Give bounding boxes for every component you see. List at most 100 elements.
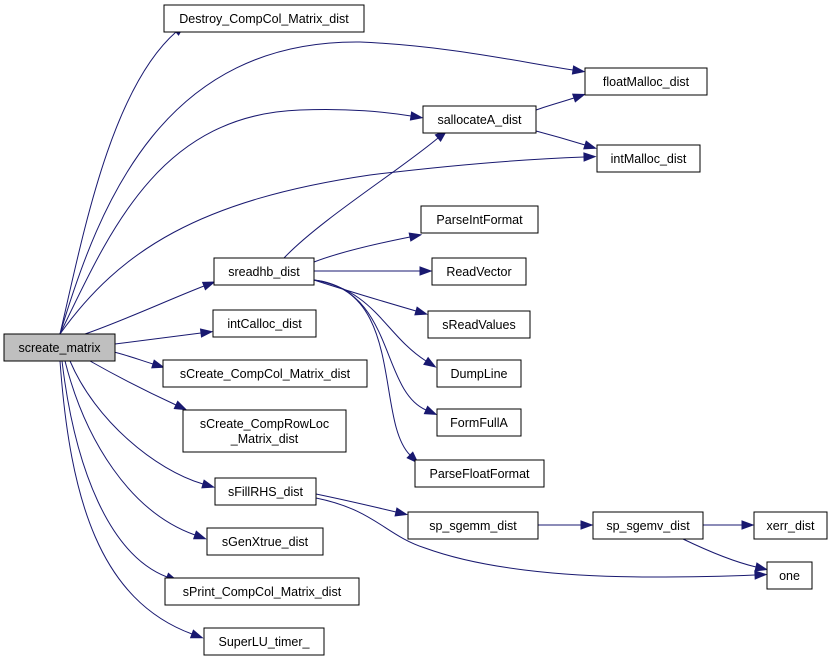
node-label: sCreate_CompRowLoc bbox=[200, 417, 329, 431]
node-FormFullA[interactable]: FormFullA bbox=[436, 408, 522, 437]
node-sp_sgemv_dist[interactable]: sp_sgemv_dist bbox=[592, 511, 704, 540]
edge-line bbox=[59, 360, 193, 635]
node-ParseFloatFormat[interactable]: ParseFloatFormat bbox=[414, 459, 545, 488]
node-label: Destroy_CompCol_Matrix_dist bbox=[179, 12, 349, 26]
node-box bbox=[214, 477, 317, 506]
edge-arrowhead bbox=[201, 281, 216, 291]
edge-screate_matrix-to-intCalloc_dist bbox=[114, 328, 214, 345]
edge-line bbox=[69, 360, 204, 485]
edge-arrowhead bbox=[151, 359, 165, 369]
edge-sp_sgemv_dist-to-one bbox=[682, 538, 769, 572]
node-box bbox=[596, 144, 701, 173]
node-label: floatMalloc_dist bbox=[603, 75, 690, 89]
node-screate_matrix[interactable]: screate_matrix bbox=[3, 333, 116, 362]
edge-screate_matrix-to-SuperLU_timer_ bbox=[59, 360, 204, 639]
edge-line bbox=[315, 497, 756, 578]
edge-screate_matrix-to-floatMalloc_dist bbox=[59, 41, 586, 335]
node-label: screate_matrix bbox=[19, 341, 102, 355]
call-graph-nodes: screate_matrix Destroy_CompCol_Matrix_dis… bbox=[3, 4, 828, 656]
node-sFillRHS_dist[interactable]: sFillRHS_dist bbox=[214, 477, 317, 506]
node-sallocateA_dist[interactable]: sallocateA_dist bbox=[422, 105, 537, 134]
edge-sreadhb_dist-to-sallocateA_dist bbox=[283, 129, 448, 259]
edge-sreadhb_dist-to-FormFullA bbox=[313, 279, 438, 415]
node-label: intCalloc_dist bbox=[227, 317, 302, 331]
edge-line bbox=[535, 97, 575, 111]
edge-screate_matrix-to-sallocateA_dist bbox=[59, 108, 424, 335]
edge-screate_matrix-to-sPrint_CompCol_Matrix_dist bbox=[61, 360, 179, 582]
edge-line bbox=[61, 360, 168, 578]
node-box bbox=[407, 511, 539, 540]
node-box bbox=[420, 205, 539, 234]
node-sp_sgemm_dist[interactable]: sp_sgemm_dist bbox=[407, 511, 539, 540]
node-label: sp_sgemv_dist bbox=[606, 519, 690, 533]
edge-arrowhead bbox=[192, 530, 207, 540]
node-ReadVector[interactable]: ReadVector bbox=[431, 257, 527, 286]
edge-arrowhead bbox=[583, 140, 597, 150]
edge-line bbox=[59, 156, 585, 335]
node-label: SuperLU_timer_ bbox=[218, 635, 310, 649]
edge-line bbox=[313, 236, 411, 263]
edge-line bbox=[315, 493, 397, 513]
edge-arrowhead bbox=[173, 400, 188, 411]
node-label: sPrint_CompCol_Matrix_dist bbox=[183, 585, 342, 599]
node-box bbox=[206, 527, 324, 556]
node-box bbox=[163, 4, 365, 33]
edge-line bbox=[313, 279, 427, 411]
node-sreadhb_dist[interactable]: sreadhb_dist bbox=[213, 257, 315, 286]
node-label: sFillRHS_dist bbox=[228, 485, 304, 499]
node-label: sReadValues bbox=[442, 318, 515, 332]
node-label: sreadhb_dist bbox=[228, 265, 300, 279]
edge-arrowhead bbox=[583, 152, 597, 162]
edge-sFillRHS_dist-to-one bbox=[315, 497, 768, 580]
node-xerr_dist[interactable]: xerr_dist bbox=[753, 511, 828, 540]
node-label: xerr_dist bbox=[767, 519, 815, 533]
edge-arrowhead bbox=[423, 405, 438, 415]
node-one[interactable]: one bbox=[766, 561, 813, 590]
edge-line bbox=[535, 130, 586, 146]
node-intMalloc_dist[interactable]: intMalloc_dist bbox=[596, 144, 701, 173]
node-sGenXtrue_dist[interactable]: sGenXtrue_dist bbox=[206, 527, 324, 556]
edge-line bbox=[59, 41, 574, 335]
node-box bbox=[436, 408, 522, 437]
node-box bbox=[3, 333, 116, 362]
node-label: intMalloc_dist bbox=[611, 152, 687, 166]
node-box bbox=[436, 359, 522, 388]
node-label: ReadVector bbox=[446, 265, 511, 279]
edge-arrowhead bbox=[754, 570, 768, 580]
node-intCalloc_dist[interactable]: intCalloc_dist bbox=[212, 309, 317, 338]
node-box bbox=[162, 359, 368, 388]
edge-line bbox=[313, 279, 417, 312]
edge-line bbox=[313, 279, 411, 456]
node-label: DumpLine bbox=[451, 367, 508, 381]
node-DumpLine[interactable]: DumpLine bbox=[436, 359, 522, 388]
node-sPrint_CompCol_Matrix_dist[interactable]: sPrint_CompCol_Matrix_dist bbox=[164, 577, 360, 606]
edge-arrowhead bbox=[571, 65, 586, 75]
node-floatMalloc_dist[interactable]: floatMalloc_dist bbox=[584, 67, 708, 96]
edge-sp_sgemm_dist-to-sp_sgemv_dist bbox=[538, 520, 594, 530]
edge-line bbox=[283, 137, 439, 259]
edge-screate_matrix-to-intMalloc_dist bbox=[59, 152, 597, 335]
edge-line bbox=[682, 538, 757, 568]
edge-arrowhead bbox=[580, 520, 594, 530]
node-sReadValues[interactable]: sReadValues bbox=[427, 310, 531, 339]
edge-screate_matrix-to-sFillRHS_dist bbox=[69, 360, 216, 489]
edge-arrowhead bbox=[201, 479, 216, 489]
node-label: FormFullA bbox=[450, 416, 508, 430]
node-box bbox=[427, 310, 531, 339]
edge-sreadhb_dist-to-sReadValues bbox=[313, 279, 429, 316]
edge-arrowhead bbox=[423, 356, 437, 368]
node-box bbox=[203, 627, 325, 656]
node-label: ParseFloatFormat bbox=[429, 467, 530, 481]
edge-arrowhead bbox=[408, 232, 423, 242]
node-Destroy_CompCol_Matrix_dist[interactable]: Destroy_CompCol_Matrix_dist bbox=[163, 4, 365, 33]
node-ParseIntFormat[interactable]: ParseIntFormat bbox=[420, 205, 539, 234]
node-sCreate_CompCol_Matrix_dist[interactable]: sCreate_CompCol_Matrix_dist bbox=[162, 359, 368, 388]
node-label: ParseIntFormat bbox=[436, 213, 523, 227]
node-SuperLU_timer_[interactable]: SuperLU_timer_ bbox=[203, 627, 325, 656]
node-sCreate_CompRowLoc_Matrix_dist[interactable]: sCreate_CompRowLoc_Matrix_dist bbox=[182, 409, 347, 453]
edge-line bbox=[114, 332, 202, 345]
edge-line bbox=[109, 350, 154, 365]
node-label: sp_sgemm_dist bbox=[429, 519, 517, 533]
edge-screate_matrix-to-Destroy_CompCol_Matrix_dist bbox=[59, 23, 186, 335]
node-box bbox=[182, 409, 347, 453]
